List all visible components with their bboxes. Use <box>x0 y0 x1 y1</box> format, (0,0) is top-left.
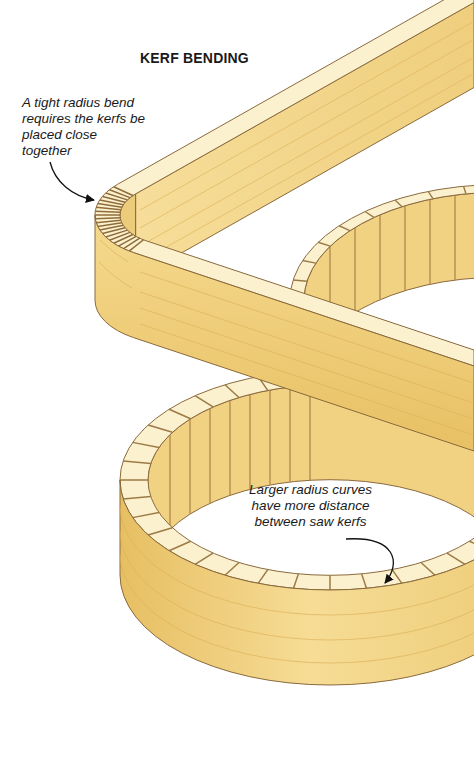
leader-arrow <box>50 162 94 200</box>
kerf-cut <box>289 387 290 482</box>
frame-front-face <box>95 215 474 451</box>
kerf-cut <box>98 223 122 227</box>
kerf-cut <box>195 396 213 407</box>
kerf-cut <box>133 513 159 518</box>
kerf-cut <box>96 207 121 209</box>
kerf-cut <box>428 191 433 198</box>
kerf-cut <box>404 206 405 291</box>
kerf-cut <box>114 234 133 243</box>
kerf-cut <box>379 215 380 300</box>
kerf-cut <box>469 541 474 550</box>
kerf-cut <box>169 541 190 550</box>
kerf-set <box>293 186 466 281</box>
kerf-cut <box>258 570 268 584</box>
kerf-cut <box>109 190 129 198</box>
kerf-cut <box>365 212 374 218</box>
kerf-cut <box>293 280 307 281</box>
kerf-cut <box>95 214 120 216</box>
diagram-title: KERF BENDING <box>140 50 249 66</box>
kerf-cut <box>269 390 270 485</box>
kerf-cut <box>362 574 367 588</box>
kerf-cut <box>133 442 159 447</box>
kerf-cut <box>169 435 170 530</box>
kerf-cut <box>169 409 190 418</box>
kerf-cut <box>96 220 121 222</box>
kerf-cut <box>109 232 129 240</box>
kerf-cut <box>395 200 402 207</box>
kerf-cut <box>189 419 190 514</box>
kerf-cut <box>123 497 151 500</box>
kerf-cut <box>195 553 213 564</box>
kerf-cut <box>106 193 128 200</box>
kerf-cut <box>392 570 402 584</box>
kerf-cut <box>309 385 310 480</box>
kerf-cut <box>95 211 120 212</box>
kerf-cut <box>120 479 148 481</box>
kerf-cut <box>329 575 331 590</box>
kerf-cut <box>354 228 355 313</box>
kerf-cut <box>124 238 140 249</box>
kerf-cut <box>454 195 455 280</box>
kerf-cut <box>318 242 330 246</box>
kerf-cut <box>148 528 172 535</box>
kerf-cut <box>421 563 435 576</box>
kerf-cut <box>95 218 120 219</box>
ring-top-edge <box>290 185 474 301</box>
kerf-cut <box>123 461 151 464</box>
board-face <box>95 215 474 451</box>
kerf-cut <box>229 400 230 495</box>
kerf-cut <box>106 230 128 237</box>
callout-note: A tight radius bend requires the kerfs b… <box>22 95 150 159</box>
kerf-cut <box>114 187 133 196</box>
kerf-cut <box>249 394 250 489</box>
kerf-cut <box>129 240 143 251</box>
kerf-cut <box>148 425 172 432</box>
kerf-cut <box>339 226 350 231</box>
kerf-cut <box>209 408 210 503</box>
kerf-cut <box>303 260 316 263</box>
kerf-cut <box>464 186 466 194</box>
ring-outer-face <box>120 480 474 685</box>
kerf-cut <box>225 385 239 398</box>
kerf-cut <box>429 199 430 284</box>
wood-grain <box>99 240 474 435</box>
leader-arrow <box>346 539 393 583</box>
callout-note: Larger radius curves have more distance … <box>248 482 373 530</box>
kerf-cut <box>447 553 465 564</box>
kerf-cut <box>294 574 299 588</box>
kerf-cut <box>102 196 125 202</box>
kerf-cut <box>225 563 239 576</box>
